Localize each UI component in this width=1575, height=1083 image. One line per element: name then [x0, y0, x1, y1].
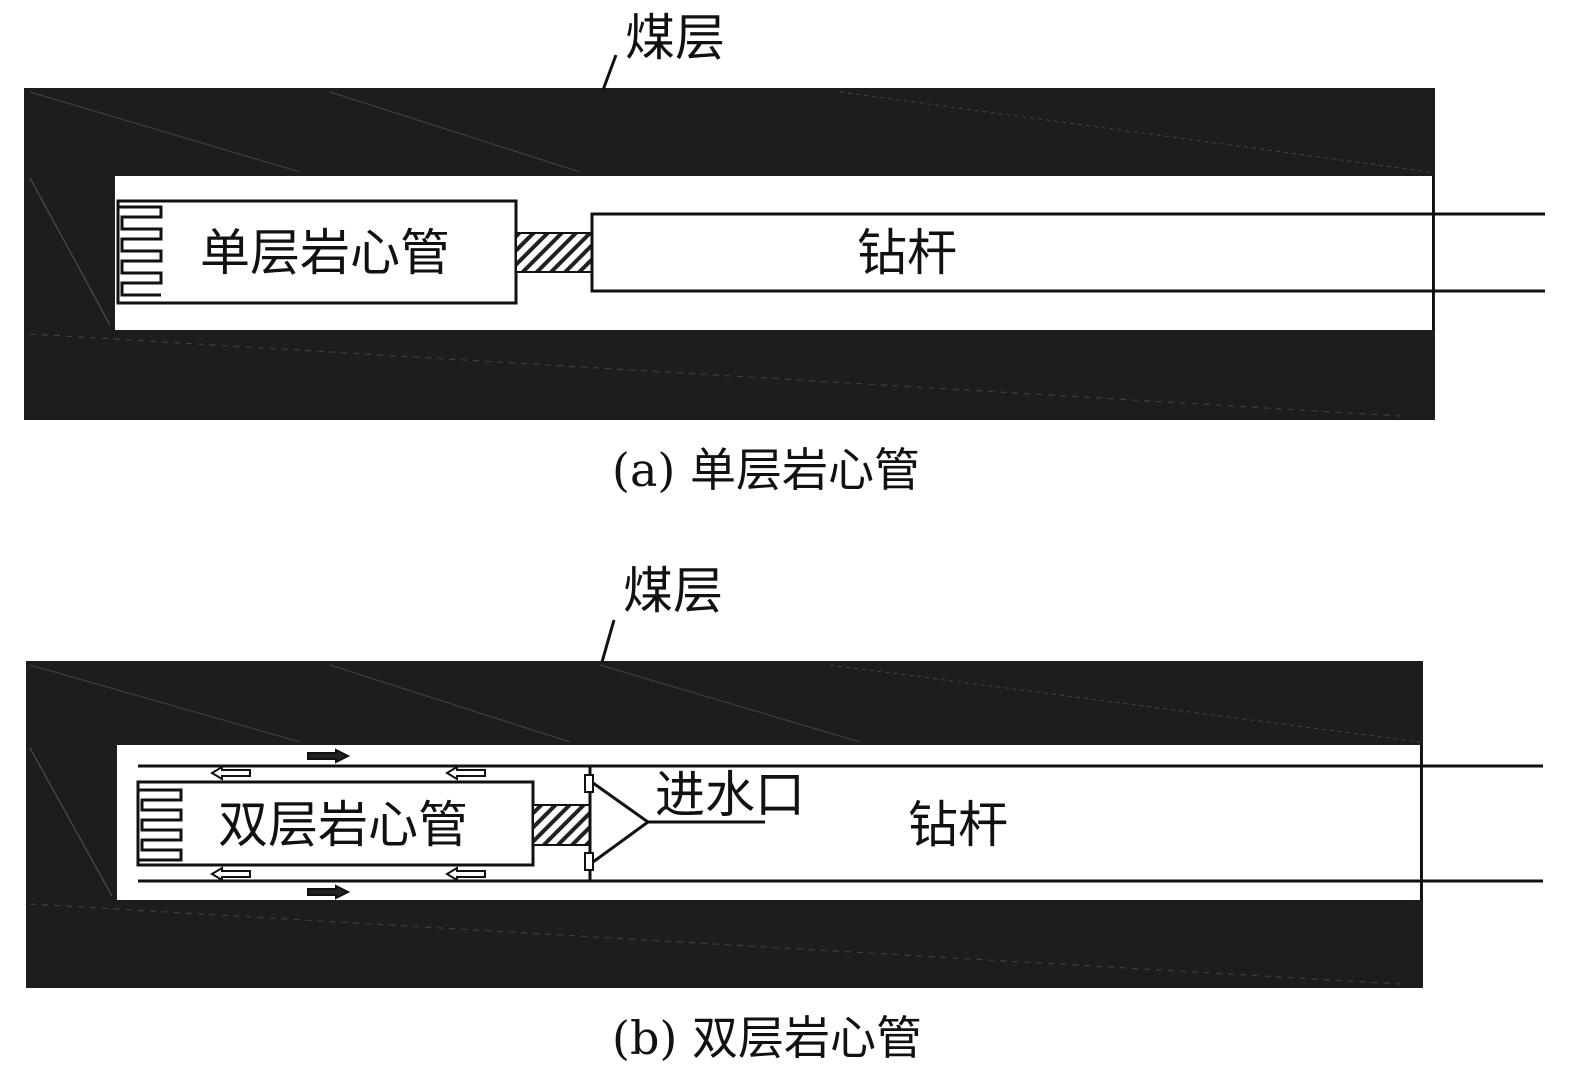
caption-b: (b) 双层岩心管: [612, 1011, 922, 1065]
core-bit-teeth: [118, 205, 163, 297]
core-tube-label: 双层岩心管: [218, 796, 468, 854]
panel-a: 煤层 单层岩心管 钻杆 (a) 单层岩心管: [24, 9, 1545, 497]
water-inlet-label: 进水口: [655, 766, 805, 824]
panel-b: 煤层 双层岩心管 进水口 钻杆 (b) 双层岩心管: [26, 562, 1543, 1065]
core-bit-teeth: [138, 788, 183, 862]
flow-arrows: [210, 748, 486, 900]
arrow-left-icon: [445, 765, 486, 781]
seal-bottom: [584, 852, 594, 871]
seam-label: 煤层: [625, 9, 725, 67]
drill-rod-label: 钻杆: [908, 796, 1008, 854]
arrow-left-icon: [445, 866, 486, 882]
core-tube: [116, 199, 518, 305]
arrow-right-icon: [307, 748, 351, 764]
arrow-right-icon: [307, 884, 351, 900]
core-tube-label: 单层岩心管: [200, 224, 450, 282]
drill-rod: [590, 212, 1545, 293]
water-inlet-funnel: [592, 781, 765, 864]
connector: [515, 232, 593, 273]
connector: [532, 804, 591, 846]
seam-leader-line: [600, 619, 616, 663]
arrow-left-icon: [210, 765, 251, 781]
seal-top: [584, 774, 594, 793]
seam-label: 煤层: [623, 562, 723, 620]
drill-rod-label: 钻杆: [857, 224, 957, 282]
borehole-end-hatch: [29, 177, 111, 326]
caption-a: (a) 单层岩心管: [612, 443, 920, 497]
arrow-left-icon: [210, 866, 251, 882]
seam-leader-line: [601, 54, 618, 91]
